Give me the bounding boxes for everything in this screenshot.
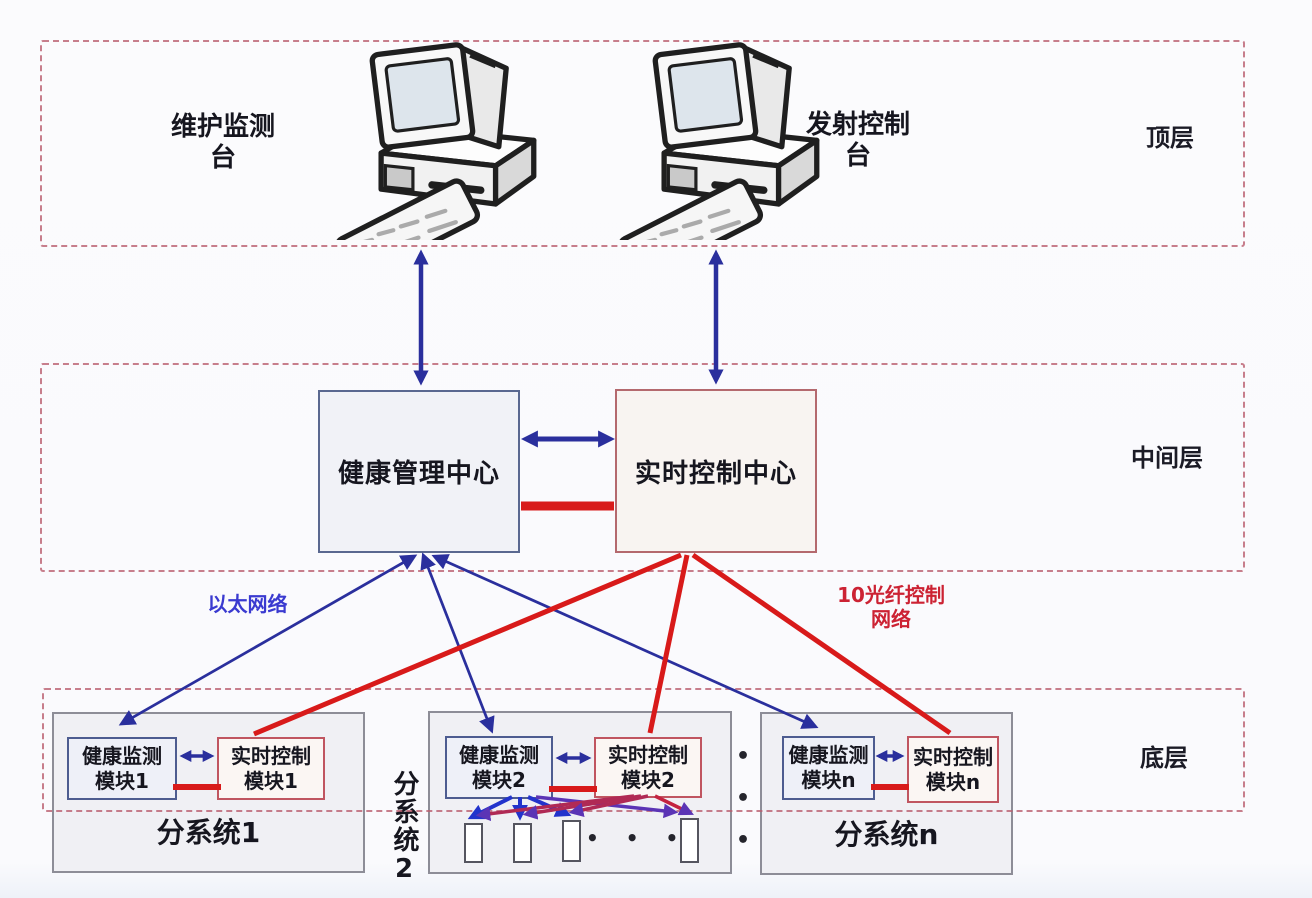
console-center-links — [413, 249, 724, 386]
realtime-control-module-2-label: 实时控制模块2 — [608, 742, 688, 792]
realtime-control-module-1-label: 实时控制模块1 — [231, 743, 311, 793]
top-layer-frame — [40, 40, 1245, 247]
bottom-layer-label: 底层 — [1140, 744, 1188, 772]
maintenance-console-label: 维护监测台 — [170, 112, 275, 173]
ethernet-network-label: 以太网络 — [207, 592, 288, 616]
subsystem-2-unit-rect — [680, 818, 699, 863]
health-monitor-module-1: 健康监测模块1 — [67, 737, 177, 800]
health-monitor-module-2-label: 健康监测模块2 — [459, 742, 539, 792]
desktop-computer-icon — [334, 42, 537, 240]
desktop-computer-icon — [617, 42, 820, 240]
subsystems-ellipsis-dot: • — [736, 744, 751, 769]
subsystems-ellipsis-dot: • — [736, 828, 751, 853]
subsystems-ellipsis-dot: • — [736, 786, 751, 811]
realtime-control-module-n-label: 实时控制模块n — [913, 744, 993, 794]
realtime-control-center: 实时控制中心 — [615, 389, 817, 553]
realtime-control-module-2: 实时控制模块2 — [594, 737, 702, 798]
fiber-network-label: 10光纤控制网络 — [837, 583, 945, 631]
launch-console-label: 发射控制台 — [805, 110, 910, 171]
subsystem-2-ellipsis: • • • — [586, 826, 689, 850]
health-management-center: 健康管理中心 — [318, 390, 520, 553]
top-layer-label: 顶层 — [1146, 124, 1194, 152]
subsystem-2-unit-rect — [562, 820, 581, 862]
subsystem-2-unit-rect — [464, 823, 483, 863]
realtime-control-module-n: 实时控制模块n — [907, 736, 999, 803]
subsystem-2-unit-rect — [513, 823, 532, 863]
health-monitor-module-1-label: 健康监测模块1 — [82, 743, 162, 793]
realtime-control-center-label: 实时控制中心 — [634, 458, 797, 489]
health-monitor-module-n: 健康监测模块n — [782, 736, 875, 800]
subsystem-1-label: 分系统1 — [156, 816, 261, 849]
health-monitor-module-n-label: 健康监测模块n — [788, 743, 869, 792]
realtime-control-module-1: 实时控制模块1 — [217, 737, 325, 800]
subsystem-2-vertical-label: 分系统2 — [389, 770, 419, 886]
middle-layer-label: 中间层 — [1131, 444, 1203, 472]
subsystem-n-label: 分系统n — [834, 818, 939, 851]
bottom-layer-frame — [42, 688, 1245, 812]
health-management-center-label: 健康管理中心 — [337, 459, 500, 489]
health-monitor-module-2: 健康监测模块2 — [445, 736, 553, 799]
